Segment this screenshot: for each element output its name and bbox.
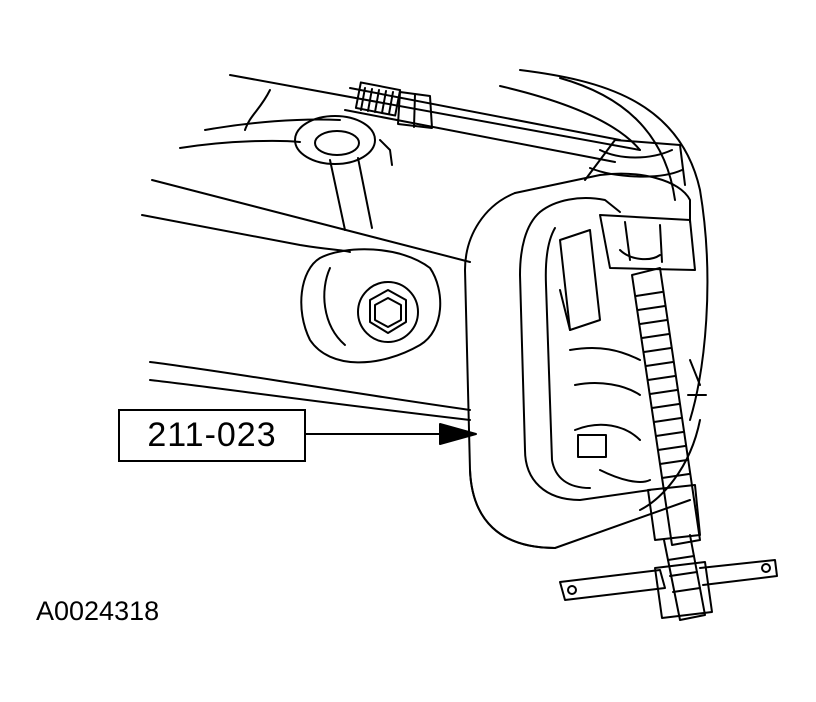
- figure-id: A0024318: [36, 596, 160, 626]
- t-handle: [559, 559, 778, 619]
- forcing-screw: [631, 267, 706, 621]
- tie-rod: [344, 81, 621, 163]
- upper-control-arm: [179, 74, 641, 151]
- stabilizer-link: [294, 115, 393, 231]
- steering-knuckle: [499, 69, 709, 511]
- ball-joint: [584, 139, 696, 271]
- callout-leader: [305, 423, 477, 445]
- tool-number-label: 211-023: [118, 409, 306, 462]
- c-frame: [464, 172, 691, 549]
- hub-details: [559, 229, 707, 483]
- pivot-bolt: [357, 281, 419, 343]
- lower-control-arm: [141, 179, 471, 421]
